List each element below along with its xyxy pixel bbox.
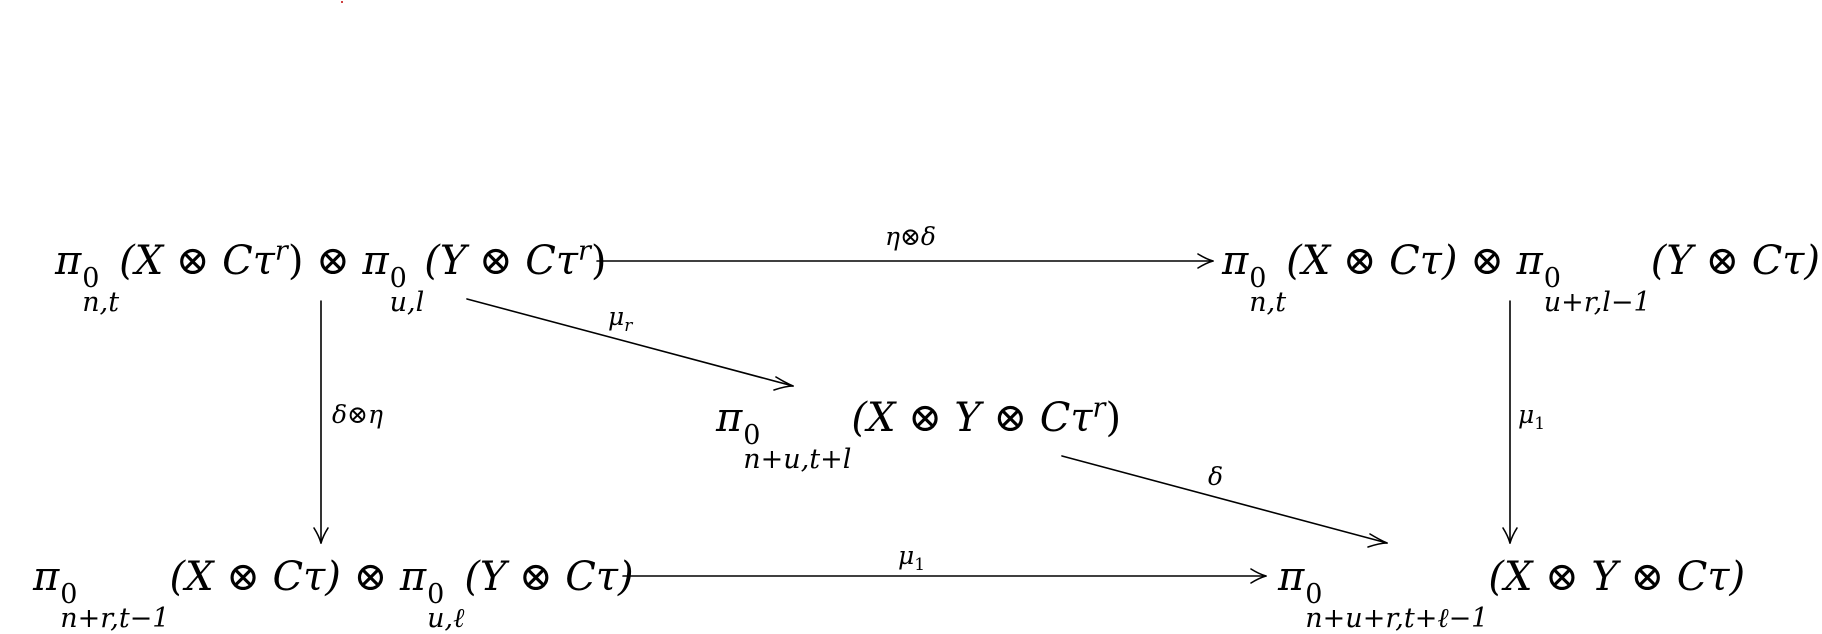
label-right-arrow: μ1 [1518,400,1545,433]
label-sub: 1 [914,555,926,575]
label-diag-lower-arrow: δ [1208,464,1223,489]
label-main: μ [1518,400,1535,429]
close-paren: ) [1105,395,1122,441]
pi-symbol: π [716,395,743,441]
label-text: η⊗δ [885,222,936,251]
tensor-operator: ⊗ [1457,238,1517,284]
argument: (X ⊗ Cτ) [169,554,341,600]
argument: (X ⊗ Y ⊗ Cτ) [1488,554,1746,600]
stray-red-mark [341,1,343,3]
arrow-diag-lower [1061,455,1388,548]
subscript: u,l [389,287,425,318]
superscript: 0 [1305,579,1323,610]
subscript: u+r,l−1 [1543,287,1651,318]
argument: (Y ⊗ Cτ) [464,554,634,600]
label-sub: r [624,316,633,336]
label-text: δ [1208,462,1224,491]
label-left-arrow: δ⊗η [332,402,383,427]
subscript: n,t [1249,287,1287,318]
close-paren: ) [590,238,607,284]
superscript: 0 [743,420,761,451]
arrow-right [1502,300,1518,544]
label-main: μ [898,541,915,570]
subscript: n+u,t+l [743,444,852,475]
arrow-top [596,253,1214,269]
pi-symbol: π [1278,554,1305,600]
superscript: 0 [389,263,407,294]
superscript: 0 [60,579,78,610]
label-text: δ⊗η [332,400,383,429]
label-main: μ [608,302,625,331]
argument: (Y ⊗ Cτ [424,238,578,284]
pi-symbol: π [1516,238,1543,284]
superscript: 0 [1249,263,1267,294]
subscript: n,t [82,287,120,318]
exponent: r [577,235,591,267]
argument: (X ⊗ Cτ) [1286,238,1458,284]
label-bottom-arrow: μ1 [898,541,925,574]
exponent: r [274,235,288,267]
arrow-bottom [622,568,1267,584]
label-top-arrow: η⊗δ [885,224,936,249]
superscript: 0 [427,579,445,610]
pi-symbol: π [362,238,389,284]
pi-symbol: π [55,238,82,284]
label-diag-upper-arrow: μr [608,302,632,335]
exponent: r [1092,392,1106,424]
tensor-operator: ⊗ [340,554,400,600]
pi-symbol: π [1222,238,1249,284]
tensor-operator: ⊗ [303,238,363,284]
argument: (X ⊗ Cτ [119,238,275,284]
pi-symbol: π [33,554,60,600]
arrow-left [313,300,329,544]
superscript: 0 [1543,263,1561,294]
close-paren: ) [287,238,304,284]
argument: (X ⊗ Y ⊗ Cτ [851,395,1093,441]
arrow-diag-upper [466,298,794,391]
pi-symbol: π [399,554,427,600]
superscript: 0 [82,263,100,294]
argument: (Y ⊗ Cτ) [1650,238,1821,284]
label-sub: 1 [1534,414,1546,434]
